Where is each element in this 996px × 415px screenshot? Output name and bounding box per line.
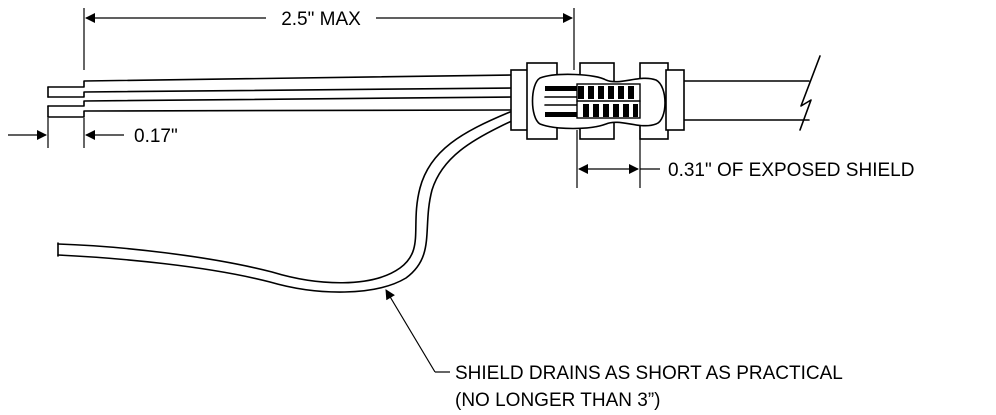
exposed-shield-label: 0.31" OF EXPOSED SHIELD [668,160,914,181]
inner-wire-shade-top [545,86,577,91]
strip-length-dimension: 0.17" [8,118,178,148]
drain-wire-lower-edge [57,119,515,293]
drain-leader-arrow [385,289,436,373]
shield-drain-wire [57,111,515,293]
max-length-dimension: 2.5" MAX [83,8,575,70]
cable-jacket [683,55,821,131]
upper-wire-bottom-edge [47,87,513,98]
jacket-break-line [799,55,821,131]
exposed-braided-shield [576,83,641,119]
inner-wire-shade-bottom [545,112,577,117]
max-length-label: 2.5" MAX [281,9,361,30]
drain-note-line2: (NO LONGER THAN 3”) [455,390,661,411]
shield-sleeve-assembly [510,62,685,140]
drain-note-callout: SHIELD DRAINS AS SHORT AS PRACTICAL (NO … [385,289,843,411]
upper-wire-top-edge [47,74,513,88]
right-collar [665,69,685,131]
exposed-shield-dimension: 0.31" OF EXPOSED SHIELD [576,130,914,188]
strip-length-label: 0.17" [134,126,178,147]
drain-wire-upper-edge [57,111,511,284]
lower-wire-bottom-edge [47,109,513,118]
drain-note-line1: SHIELD DRAINS AS SHORT AS PRACTICAL [455,363,843,384]
conductor-wires [47,74,513,118]
lower-wire-top-edge [47,96,513,107]
